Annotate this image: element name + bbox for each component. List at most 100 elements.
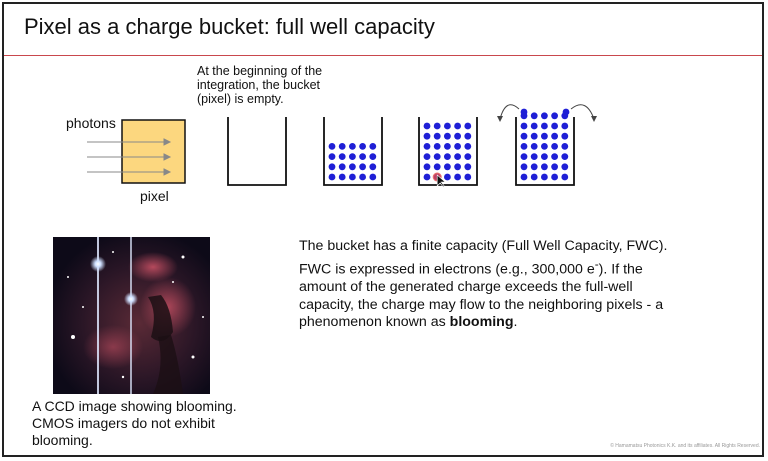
charge-electron (444, 133, 451, 140)
charge-electron (531, 174, 538, 181)
charge-electron (561, 143, 568, 150)
charge-electron (349, 153, 356, 160)
charge-electron (444, 123, 451, 130)
charge-electron (454, 163, 461, 170)
charge-electron (454, 143, 461, 150)
charge-electron (531, 153, 538, 160)
charge-electron (424, 163, 431, 170)
overflow-arrow-left (500, 105, 519, 119)
charge-electron (454, 133, 461, 140)
overflow-electron (563, 109, 570, 116)
charge-electron (551, 163, 558, 170)
charge-electron (551, 123, 558, 130)
charge-electron (329, 163, 336, 170)
buckets-layer (228, 105, 597, 187)
charge-electron (444, 143, 451, 150)
charge-electron (541, 143, 548, 150)
charge-electron (551, 112, 558, 119)
charge-electron (531, 123, 538, 130)
charge-electron (454, 174, 461, 181)
charge-electron (339, 174, 346, 181)
slide: Pixel as a charge bucket: full well capa… (2, 2, 764, 457)
blooming-explanation: The bucket has a finite capacity (Full W… (299, 238, 669, 332)
caption-bottom: A CCD image showing blooming. CMOS image… (32, 398, 272, 449)
charge-electron (521, 133, 528, 140)
bucket-diagram (4, 99, 764, 199)
charge-electron (424, 153, 431, 160)
charge-electron (369, 174, 376, 181)
charge-electron (424, 143, 431, 150)
charge-electron (349, 143, 356, 150)
charge-electron (541, 163, 548, 170)
charge-electron (369, 163, 376, 170)
charge-electron (359, 163, 366, 170)
charge-electron (521, 174, 528, 181)
charge-electron (359, 153, 366, 160)
charge-electron (561, 123, 568, 130)
overflow-arrowhead-right (591, 116, 597, 122)
overflow-arrowhead-left (497, 116, 503, 122)
charge-electron (424, 174, 431, 181)
charge-electron (464, 143, 471, 150)
charge-electron (359, 174, 366, 181)
charge-electron (349, 163, 356, 170)
charge-electron (434, 153, 441, 160)
charge-electron (541, 123, 548, 130)
charge-electron (541, 112, 548, 119)
charge-electron (434, 143, 441, 150)
explanation-text-end: . (514, 314, 518, 330)
charge-electron (454, 123, 461, 130)
charge-electron (454, 153, 461, 160)
charge-electron (561, 133, 568, 140)
charge-electron (369, 153, 376, 160)
charge-electron (521, 123, 528, 130)
charge-electron (541, 174, 548, 181)
charge-electron (464, 133, 471, 140)
charge-electron (464, 123, 471, 130)
blooming-term: blooming (450, 314, 514, 330)
charge-electron (531, 133, 538, 140)
ccd-blooming-image (53, 237, 210, 394)
pixel-square (122, 120, 185, 183)
charge-electron (531, 112, 538, 119)
charge-electron (521, 143, 528, 150)
nebula-picture (53, 237, 210, 394)
charge-electron (339, 143, 346, 150)
charge-electron (349, 174, 356, 181)
charge-electron (444, 153, 451, 160)
charge-electron (444, 174, 451, 181)
charge-electron (329, 143, 336, 150)
charge-electron (434, 163, 441, 170)
charge-electron (561, 174, 568, 181)
charge-electron (329, 153, 336, 160)
charge-electron (434, 133, 441, 140)
overflow-arrow-right (571, 105, 594, 119)
overflow-electron (521, 109, 528, 116)
charge-electron (464, 153, 471, 160)
slide-title: Pixel as a charge bucket: full well capa… (24, 14, 435, 40)
charge-electron (521, 163, 528, 170)
charge-electron (329, 174, 336, 181)
charge-electron (444, 163, 451, 170)
charge-electron (551, 143, 558, 150)
charge-electron (531, 163, 538, 170)
charge-electron (541, 153, 548, 160)
charge-electron (541, 133, 548, 140)
charge-electron (551, 153, 558, 160)
title-divider (4, 55, 762, 56)
charge-electron (464, 163, 471, 170)
charge-electron (369, 143, 376, 150)
copyright-notice: © Hamamatsu Photonics K.K. and its affil… (610, 443, 760, 449)
charge-electron (531, 143, 538, 150)
charge-electron (434, 123, 441, 130)
charge-electron (424, 133, 431, 140)
charge-bucket (228, 117, 286, 185)
charge-electron (339, 153, 346, 160)
charge-electron (561, 153, 568, 160)
charge-electron (551, 174, 558, 181)
charge-electron (521, 153, 528, 160)
charge-electron (359, 143, 366, 150)
charge-electron (339, 163, 346, 170)
charge-electron (464, 174, 471, 181)
charge-electron (551, 133, 558, 140)
